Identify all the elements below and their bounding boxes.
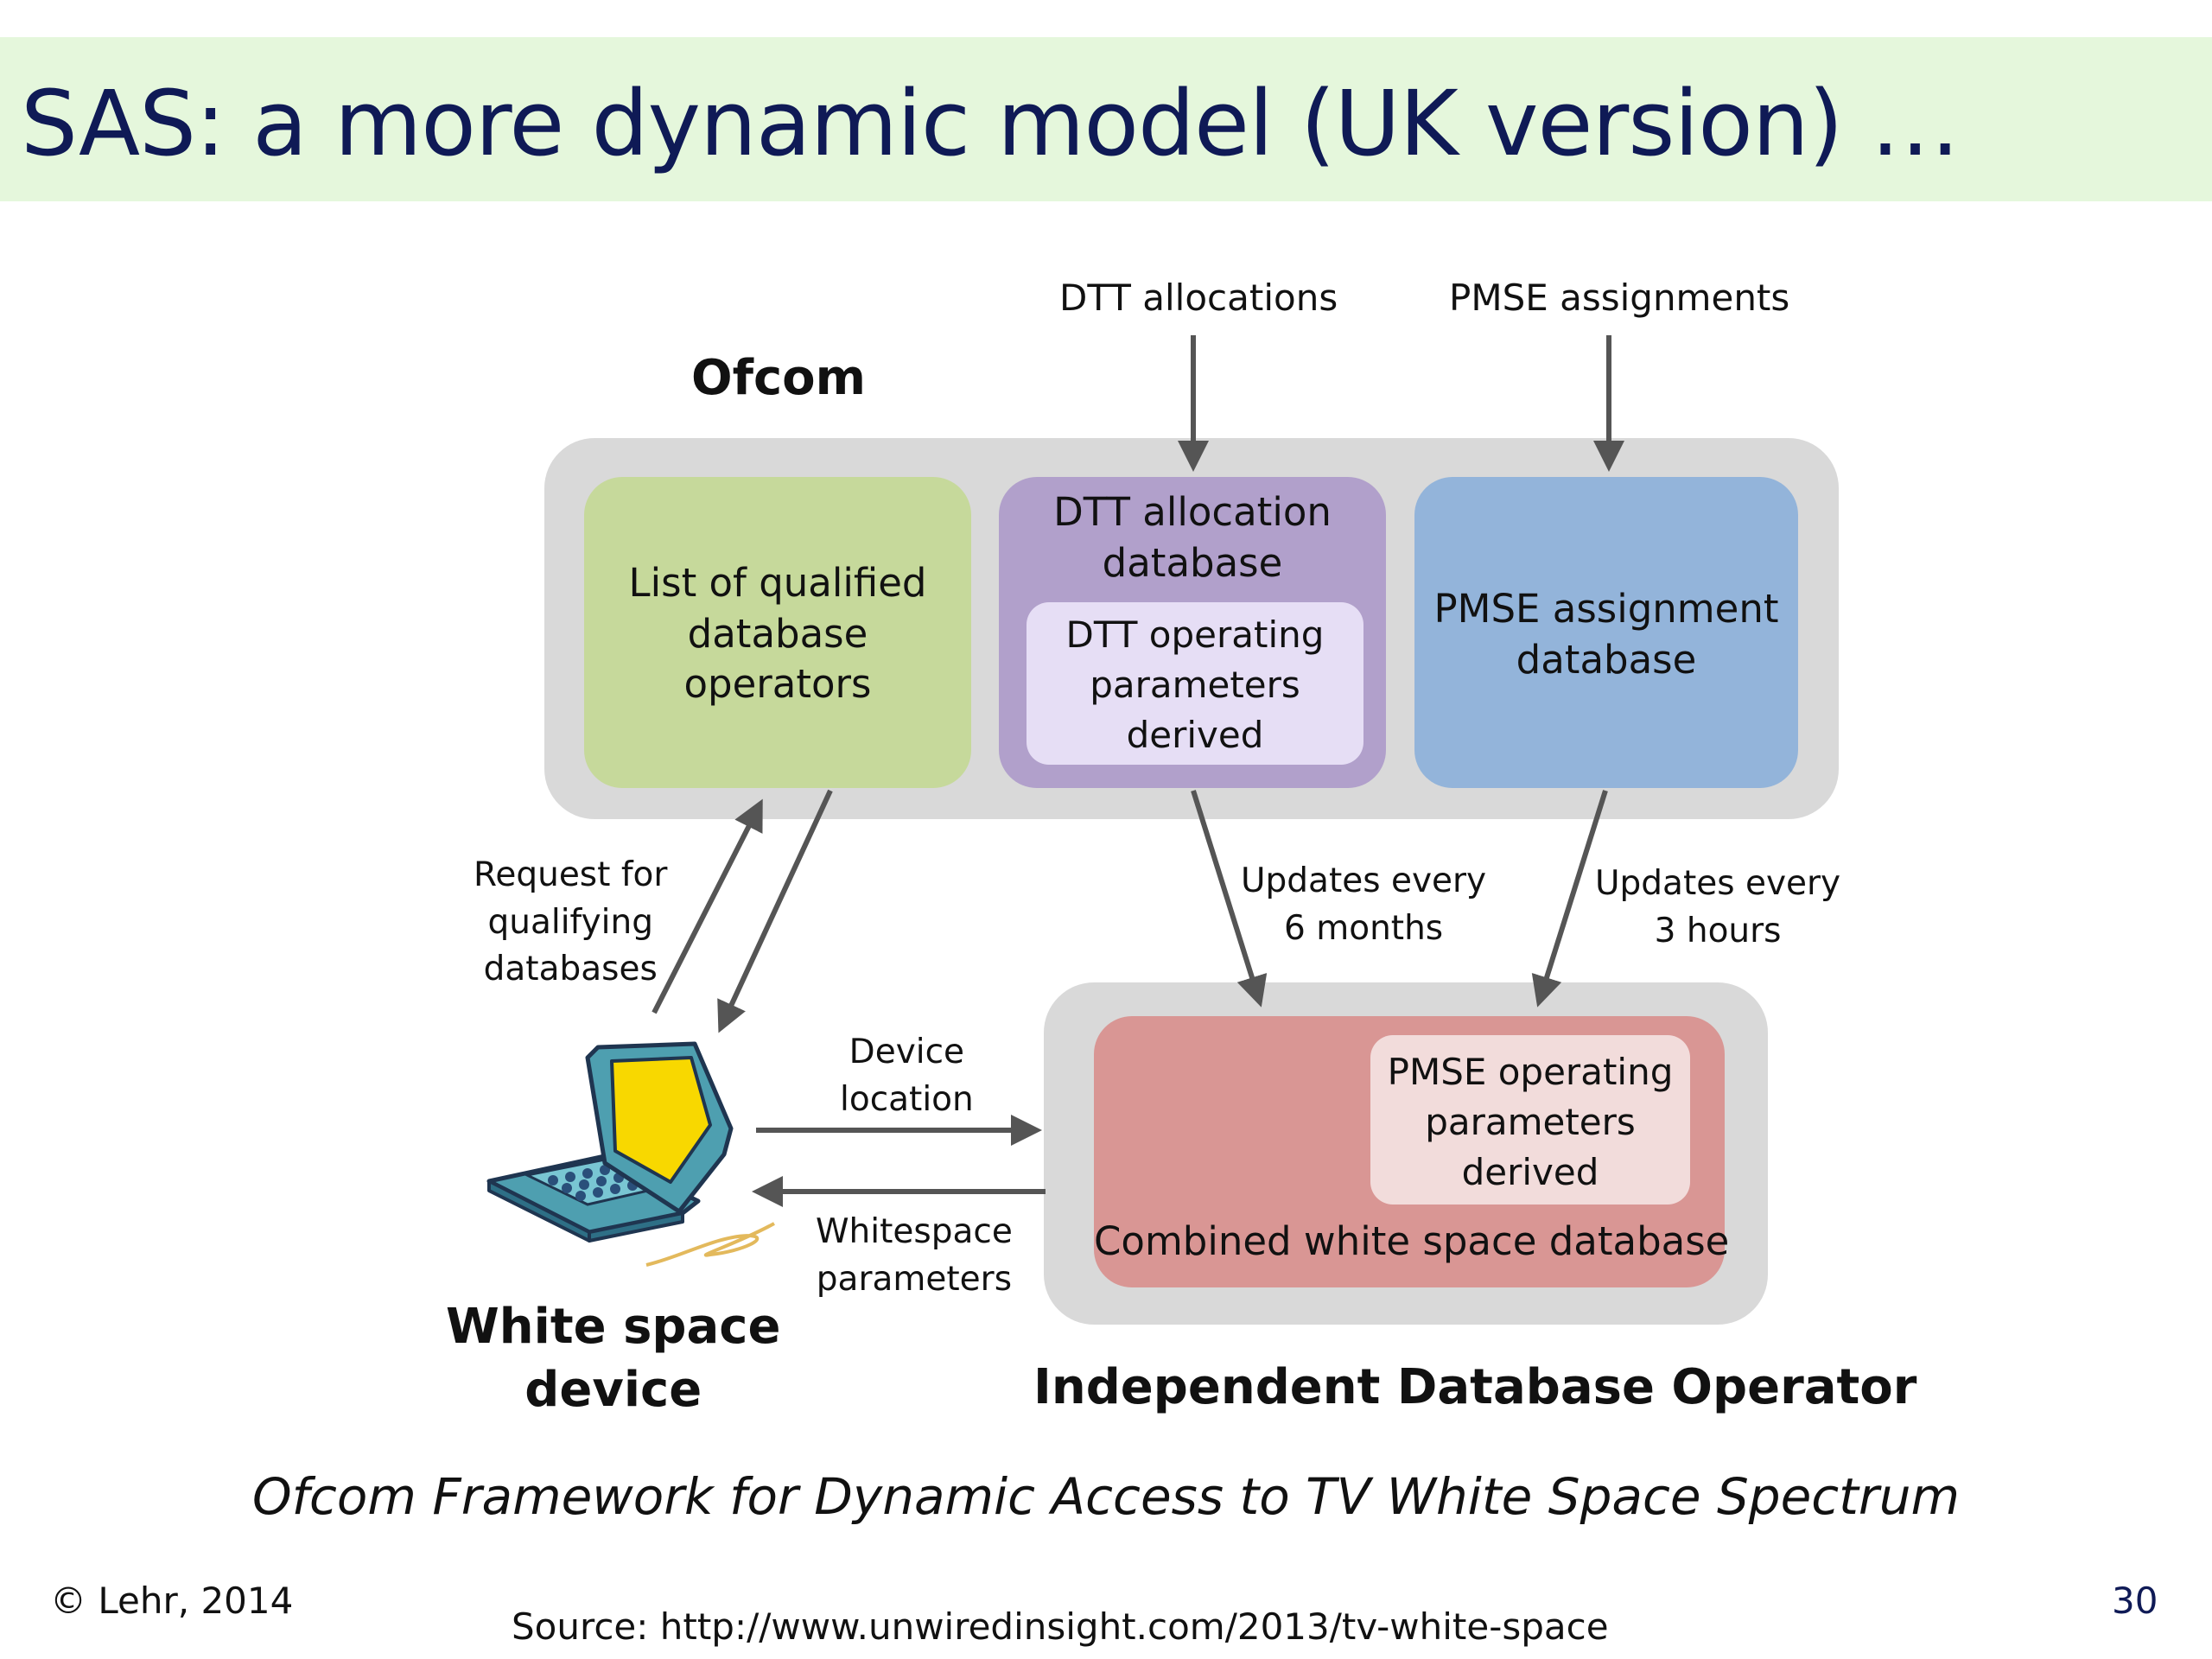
pmse-updates-line-1: Updates every (1595, 864, 1841, 903)
dtt-updates-line-2: 6 months (1284, 908, 1444, 948)
pmse-assignment-database-box: PMSE assignment database (1414, 477, 1798, 788)
pmse-assignments-input-label: PMSE assignments (1449, 276, 1790, 319)
pmse-db-line-1: PMSE assignment (1433, 586, 1779, 632)
qualified-line-3: operators (683, 661, 872, 707)
operator-label: Independent Database Operator (1033, 1359, 1917, 1415)
dtt-allocation-database-box: DTT allocation database DTT operating pa… (999, 477, 1386, 788)
pmse-update-arrow (1531, 790, 1608, 1007)
combined-database-label: Combined white space database (1094, 1218, 1730, 1264)
dtt-param-line-3: derived (1126, 713, 1264, 756)
pmse-operating-parameters-label: PMSE operating parameters derived (1370, 1047, 1690, 1198)
source-note: Source: http://www.unwiredinsight.com/20… (512, 1605, 1609, 1648)
ofcom-label: Ofcom (691, 350, 866, 406)
request-arrow (652, 798, 763, 1014)
dtt-updates-line-1: Updates every (1241, 861, 1487, 900)
request-line-2: qualifying (487, 902, 653, 942)
diagram-caption: Ofcom Framework for Dynamic Access to TV… (251, 1467, 1961, 1526)
dtt-db-line-1: DTT allocation (1053, 489, 1332, 535)
dtt-allocations-input-label: DTT allocations (1059, 276, 1338, 319)
device-label-line-1: White space (446, 1299, 781, 1355)
request-line-1: Request for (474, 855, 668, 894)
request-label: Request for qualifying databases (474, 852, 667, 994)
pmse-assignment-database-label: PMSE assignment database (1414, 584, 1798, 685)
qualified-line-2: database (687, 610, 868, 657)
dtt-param-line-2: parameters (1090, 663, 1300, 706)
qualified-operators-label: List of qualified database operators (584, 558, 971, 710)
dtt-update-arrow (1191, 790, 1268, 1007)
laptop-icon (486, 1041, 775, 1267)
pmse-operating-parameters-box: PMSE operating parameters derived (1370, 1035, 1690, 1205)
pmse-param-line-2: parameters (1425, 1100, 1636, 1143)
request-line-3: databases (483, 950, 658, 989)
device-label-line-2: device (524, 1361, 702, 1418)
dtt-db-line-2: database (1102, 539, 1283, 586)
device-location-line-1: Device (849, 1033, 965, 1071)
device-location-line-2: location (840, 1079, 974, 1119)
pmse-updates-line-2: 3 hours (1654, 911, 1782, 950)
pmse-db-line-2: database (1516, 636, 1697, 683)
dtt-updates-label: Updates every 6 months (1241, 858, 1486, 952)
whitespace-params-line-1: Whitespace (816, 1212, 1013, 1251)
pmse-param-line-3: derived (1461, 1150, 1599, 1193)
copyright: © Lehr, 2014 (50, 1580, 294, 1622)
pmse-param-line-1: PMSE operating (1387, 1051, 1674, 1093)
page-number: 30 (2112, 1580, 2158, 1622)
combined-database-box: PMSE operating parameters derived Combin… (1094, 1016, 1730, 1287)
whitespace-parameters-label: Whitespace parameters (816, 1209, 1013, 1303)
qualified-line-1: List of qualified (628, 560, 927, 606)
whitespace-params-line-2: parameters (816, 1259, 1013, 1299)
qualified-operators-box: List of qualified database operators (584, 477, 971, 788)
qualified-response-arrow (717, 789, 833, 1033)
pmse-updates-label: Updates every 3 hours (1595, 861, 1840, 955)
dtt-param-line-1: DTT operating (1065, 613, 1325, 656)
device-location-label: Device location (840, 1029, 974, 1123)
dtt-operating-parameters-box: DTT operating parameters derived (1027, 602, 1363, 765)
dtt-allocation-database-label: DTT allocation database (999, 487, 1386, 588)
title-band (0, 37, 2212, 201)
slide-title: SAS: a more dynamic model (UK version) … (21, 71, 1960, 176)
device-label: White space device (446, 1296, 780, 1422)
dtt-operating-parameters-label: DTT operating parameters derived (1027, 610, 1363, 760)
